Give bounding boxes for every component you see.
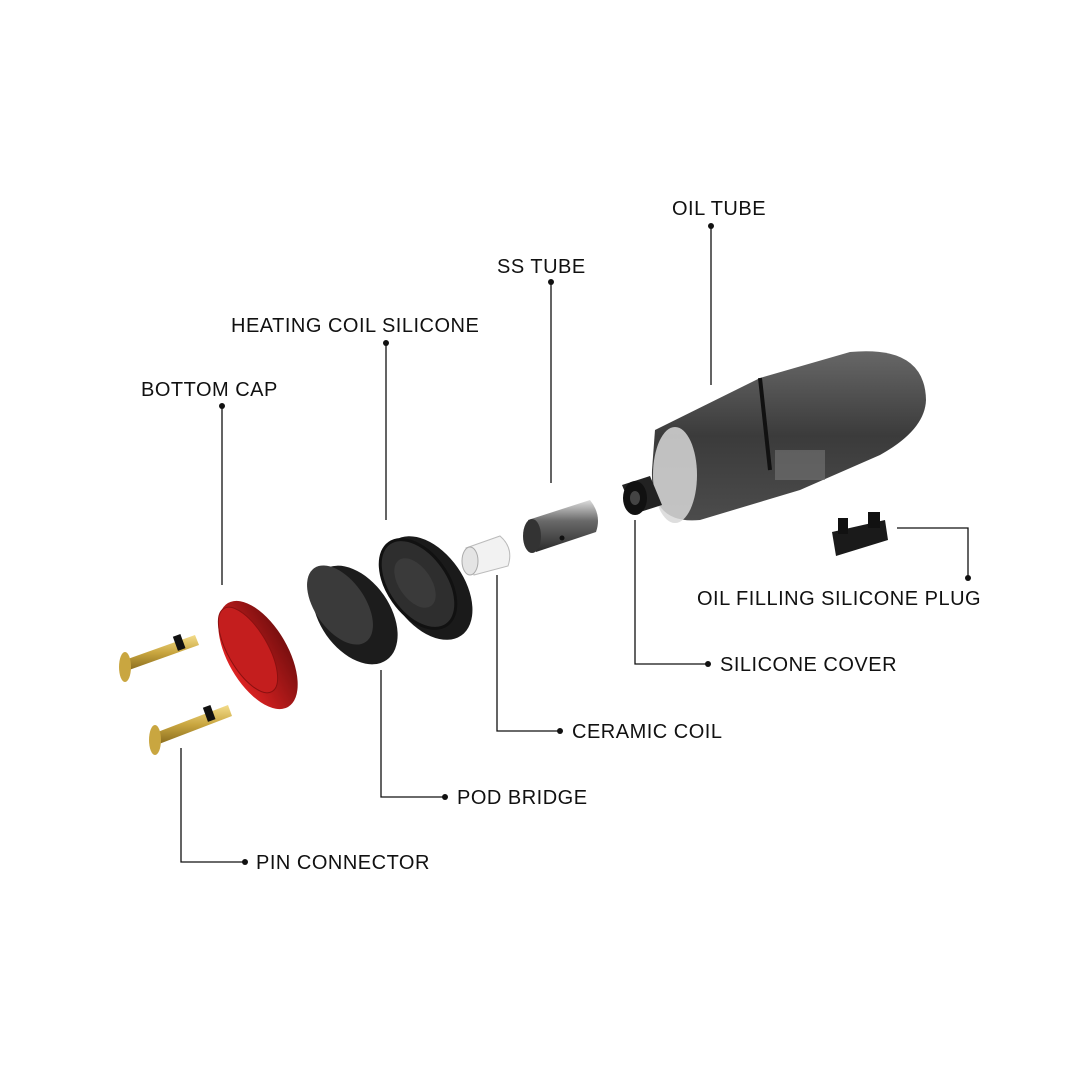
oil-tube-part <box>651 351 926 523</box>
pin-connector-part <box>119 634 232 755</box>
oil-filling-plug-part <box>832 512 888 556</box>
pod-bridge-part <box>307 565 398 665</box>
label-oil-tube: OIL TUBE <box>672 198 767 220</box>
label-ss-tube: SS TUBE <box>497 256 586 278</box>
label-oil-filling-silicone-plug: OIL FILLING SILICONE PLUG <box>697 588 982 610</box>
heating-coil-silicone-part <box>378 536 473 640</box>
bottom-cap-part <box>217 600 298 710</box>
label-pod-bridge: POD BRIDGE <box>457 787 588 809</box>
ss-tube-part <box>523 500 598 553</box>
silicone-cover-part <box>622 476 662 515</box>
label-heating-coil-silicone: HEATING COIL SILICONE <box>231 315 480 337</box>
ceramic-coil-part <box>461 535 511 576</box>
label-silicone-cover: SILICONE COVER <box>720 654 898 676</box>
label-ceramic-coil: CERAMIC COIL <box>572 721 723 743</box>
leader-dots <box>219 223 971 865</box>
label-pin-connector: PIN CONNECTOR <box>256 852 430 874</box>
label-bottom-cap: BOTTOM CAP <box>141 379 278 401</box>
leader-lines <box>180 226 969 863</box>
